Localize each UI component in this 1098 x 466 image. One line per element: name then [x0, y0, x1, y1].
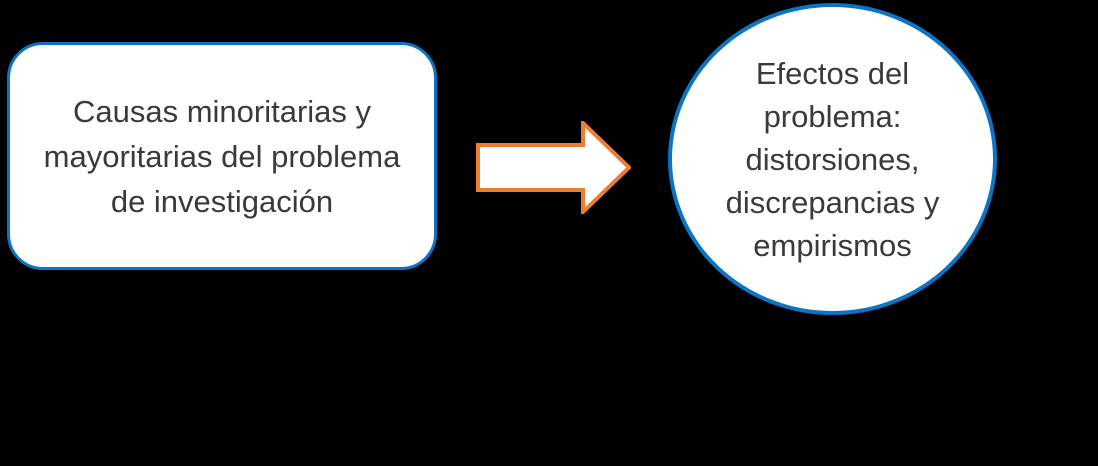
causes-box-text: Causas minoritarias y mayoritarias del p… — [43, 93, 401, 219]
effects-circle-text: Efectos del problema: distorsiones, disc… — [725, 55, 940, 263]
effects-circle: Efectos del problema: distorsiones, disc… — [668, 3, 997, 315]
causes-box: Causas minoritarias y mayoritarias del p… — [7, 42, 437, 270]
right-block-arrow-icon — [476, 118, 632, 217]
